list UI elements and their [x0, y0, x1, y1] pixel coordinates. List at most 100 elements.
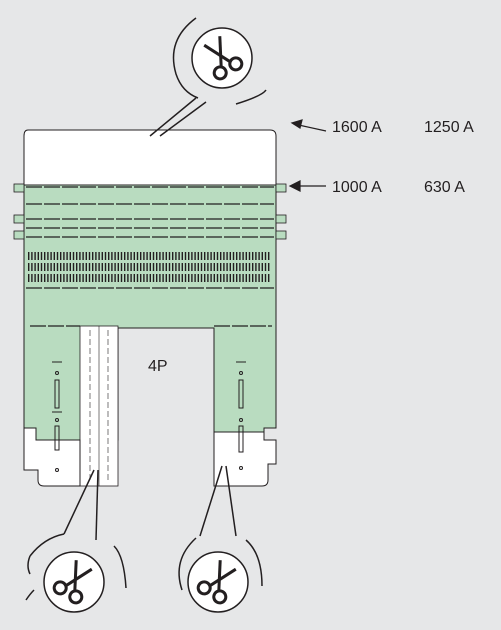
slot: [92, 263, 94, 271]
slot: [34, 252, 36, 260]
slot: [85, 263, 87, 271]
slot: [172, 252, 174, 260]
slot: [108, 252, 110, 260]
slot: [210, 263, 212, 271]
slot: [172, 263, 174, 271]
slot: [156, 263, 158, 271]
top-cut-callout: [149, 17, 267, 137]
slot: [200, 252, 203, 260]
slot: [152, 263, 155, 271]
slot: [37, 274, 39, 282]
slot: [152, 274, 155, 282]
slot: [184, 263, 187, 271]
slot: [98, 274, 100, 282]
slot: [156, 252, 158, 260]
slot: [44, 252, 46, 260]
slot: [181, 274, 183, 282]
slot: [69, 274, 71, 282]
slot: [168, 263, 171, 271]
slot: [248, 263, 251, 271]
slot: [124, 263, 126, 271]
slot: [261, 274, 263, 282]
scissors-icon: [203, 36, 244, 81]
slot: [197, 274, 199, 282]
slot: [143, 263, 145, 271]
slot: [104, 252, 107, 260]
slot: [56, 274, 59, 282]
slot: [76, 274, 78, 282]
slot: [124, 252, 126, 260]
slot: [216, 274, 219, 282]
slot: [226, 274, 228, 282]
slot: [194, 274, 196, 282]
slot: [268, 274, 270, 282]
slot: [133, 263, 135, 271]
slot: [88, 263, 91, 271]
slot: [98, 263, 100, 271]
slot: [184, 274, 187, 282]
leg-center-lines: [89, 330, 109, 480]
slot: [108, 263, 110, 271]
slot: [242, 252, 244, 260]
slot: [232, 274, 235, 282]
slot: [229, 274, 231, 282]
slot: [40, 252, 43, 260]
slot: [56, 252, 59, 260]
slot: [37, 263, 39, 271]
slot: [172, 274, 174, 282]
slot: [204, 274, 206, 282]
slot: [56, 263, 59, 271]
right-leg-details: [236, 361, 246, 470]
slot: [44, 274, 46, 282]
slot: [213, 274, 215, 282]
slot: [101, 274, 103, 282]
slot: [66, 274, 68, 282]
slot: [53, 252, 55, 260]
slot: [152, 252, 155, 260]
slot: [136, 252, 139, 260]
slot: [207, 263, 209, 271]
slot: [28, 252, 30, 260]
slot: [47, 274, 49, 282]
slot: [220, 274, 222, 282]
slot: [108, 274, 110, 282]
slot: [53, 274, 55, 282]
slot: [213, 252, 215, 260]
slot: [149, 263, 151, 271]
slot: [66, 252, 68, 260]
rating-1250a: 1250 A: [424, 119, 474, 136]
slot: [223, 274, 225, 282]
slot: [258, 252, 260, 260]
slot: [216, 263, 219, 271]
slot: [111, 274, 113, 282]
slot: [194, 263, 196, 271]
slot: [133, 252, 135, 260]
slot: [28, 263, 30, 271]
slot: [197, 263, 199, 271]
slot: [88, 274, 91, 282]
slot: [114, 252, 116, 260]
slot: [114, 263, 116, 271]
slot: [162, 263, 164, 271]
slot: [197, 252, 199, 260]
slot: [216, 252, 219, 260]
slot: [191, 252, 193, 260]
slot: [226, 252, 228, 260]
slot: [242, 274, 244, 282]
left-foot-plate: [23, 427, 81, 487]
slot: [258, 274, 260, 282]
scissors-icon: [196, 560, 237, 605]
slot: [159, 252, 161, 260]
slot: [223, 263, 225, 271]
slot: [213, 263, 215, 271]
slot: [156, 274, 158, 282]
slot: [194, 252, 196, 260]
slot: [168, 252, 171, 260]
slot: [31, 263, 33, 271]
slot: [210, 252, 212, 260]
slot: [268, 252, 270, 260]
slot: [79, 263, 81, 271]
slot: [85, 274, 87, 282]
slot: [111, 252, 113, 260]
